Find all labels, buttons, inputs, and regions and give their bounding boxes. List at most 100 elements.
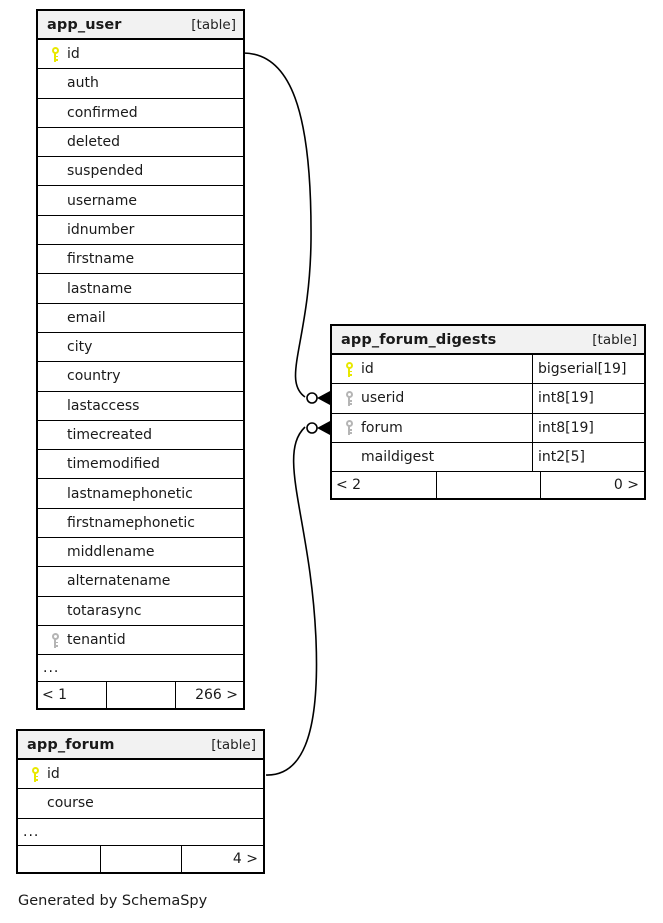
column-name-cell: middlename xyxy=(38,538,243,566)
column-row[interactable]: course xyxy=(18,789,263,819)
column-name-cell: email xyxy=(38,304,243,332)
column-label: course xyxy=(47,795,94,812)
column-row[interactable]: maildigest int2[5] xyxy=(332,442,644,473)
table-type-tag: [table] xyxy=(191,16,236,33)
table-header-app-user: app_user [table] xyxy=(38,11,243,40)
column-row[interactable]: id xyxy=(38,40,243,70)
footer-child-count[interactable]: 0 > xyxy=(540,472,644,499)
column-row[interactable]: lastaccess xyxy=(38,392,243,421)
column-row[interactable]: username xyxy=(38,186,243,216)
column-list-app-user: id auth confirmed deleted suspended username i… xyxy=(38,40,243,656)
column-row[interactable]: idnumber xyxy=(38,216,243,246)
key-icon-primary xyxy=(45,46,65,62)
column-name-cell: deleted xyxy=(38,128,243,156)
column-row[interactable]: totarasync xyxy=(38,597,243,626)
column-row[interactable]: auth xyxy=(38,69,243,99)
table-app-user[interactable]: app_user [table] id auth confirmed deleted s… xyxy=(36,9,245,711)
column-label: idnumber xyxy=(67,221,135,238)
column-row[interactable]: city xyxy=(38,333,243,363)
column-row[interactable]: suspended xyxy=(38,157,243,187)
footer-child-count[interactable]: 266 > xyxy=(174,682,243,709)
column-label: maildigest xyxy=(361,449,435,466)
key-icon-foreign xyxy=(45,632,65,648)
column-name-cell: lastaccess xyxy=(38,392,243,420)
table-header-app-forum-digests: app_forum_digests [table] xyxy=(332,326,644,355)
column-name-cell: id xyxy=(38,40,243,68)
column-name-cell: suspended xyxy=(38,157,243,185)
footer-parent-count[interactable]: < 1 xyxy=(42,687,68,704)
column-label: city xyxy=(67,339,93,356)
table-type-tag: [table] xyxy=(592,331,637,348)
column-row[interactable]: firstname xyxy=(38,245,243,275)
column-label: timecreated xyxy=(67,427,152,443)
column-name-cell: city xyxy=(38,333,243,361)
column-type-cell: bigserial[19] xyxy=(532,355,644,384)
column-label: tenantid xyxy=(67,632,126,649)
column-label: userid xyxy=(361,390,405,407)
footer-child-count[interactable]: 4 > xyxy=(181,845,263,872)
column-label: username xyxy=(67,192,137,209)
footer-middle xyxy=(106,682,174,709)
column-name-cell: firstnamephonetic xyxy=(38,509,243,537)
column-name-cell: userid xyxy=(332,384,532,412)
column-row[interactable]: country xyxy=(38,362,243,392)
column-label: suspended xyxy=(67,163,144,180)
column-label: id xyxy=(361,361,374,378)
column-name-cell: country xyxy=(38,362,243,390)
key-icon-primary xyxy=(339,361,359,377)
column-row[interactable]: timemodified xyxy=(38,450,243,480)
column-row[interactable]: email xyxy=(38,304,243,333)
column-name-cell: totarasync xyxy=(38,597,243,625)
column-row[interactable]: alternatename xyxy=(38,567,243,597)
column-label: middlename xyxy=(67,544,155,561)
column-name-cell: maildigest xyxy=(332,443,532,471)
column-label: confirmed xyxy=(67,104,138,121)
column-row[interactable]: id bigserial[19] xyxy=(332,355,644,385)
column-name-cell: timecreated xyxy=(38,421,243,449)
column-name-cell: id xyxy=(332,355,532,383)
column-label: firstname xyxy=(67,251,135,268)
column-row[interactable]: middlename xyxy=(38,538,243,568)
column-name-cell: tenantid xyxy=(38,626,243,654)
column-name-cell: alternatename xyxy=(38,567,243,595)
column-name-cell: id xyxy=(18,760,263,788)
column-type-cell: int8[19] xyxy=(532,413,644,442)
column-row[interactable]: deleted xyxy=(38,128,243,158)
column-name-cell: auth xyxy=(38,69,243,97)
footer-parent-count[interactable] xyxy=(18,846,100,872)
column-label: deleted xyxy=(67,134,120,151)
ellipsis-row: ... xyxy=(38,655,243,683)
column-name-cell: username xyxy=(38,186,243,214)
column-row[interactable]: id xyxy=(18,760,263,790)
column-label: id xyxy=(67,46,80,63)
column-label: lastnamephonetic xyxy=(67,485,193,502)
column-name-cell: firstname xyxy=(38,245,243,273)
column-label: lastname xyxy=(67,280,132,297)
key-icon-foreign xyxy=(339,390,359,406)
ellipsis-row: ... xyxy=(18,819,263,846)
table-app-forum-digests[interactable]: app_forum_digests [table] id bigserial[19… xyxy=(330,324,646,501)
column-row[interactable]: lastname xyxy=(38,274,243,304)
column-row[interactable]: firstnamephonetic xyxy=(38,509,243,539)
edge-app-forum-to-forum-digests xyxy=(265,426,318,776)
table-type-tag: [table] xyxy=(211,736,256,753)
table-title: app_forum_digests xyxy=(341,331,497,348)
column-row[interactable]: tenantid xyxy=(38,626,243,656)
column-type-cell: int2[5] xyxy=(532,442,644,472)
footer-parent-count[interactable]: < 2 xyxy=(336,477,362,494)
column-label: lastaccess xyxy=(67,397,140,414)
table-title: app_user xyxy=(47,16,122,33)
column-label: firstnamephonetic xyxy=(67,514,195,531)
column-row[interactable]: lastnamephonetic xyxy=(38,479,243,509)
column-row[interactable]: confirmed xyxy=(38,99,243,128)
column-label: email xyxy=(67,309,106,326)
key-icon-primary xyxy=(25,766,45,782)
column-label: id xyxy=(47,766,60,783)
column-label: alternatename xyxy=(67,573,171,590)
column-row[interactable]: timecreated xyxy=(38,421,243,451)
column-name-cell: confirmed xyxy=(38,99,243,127)
